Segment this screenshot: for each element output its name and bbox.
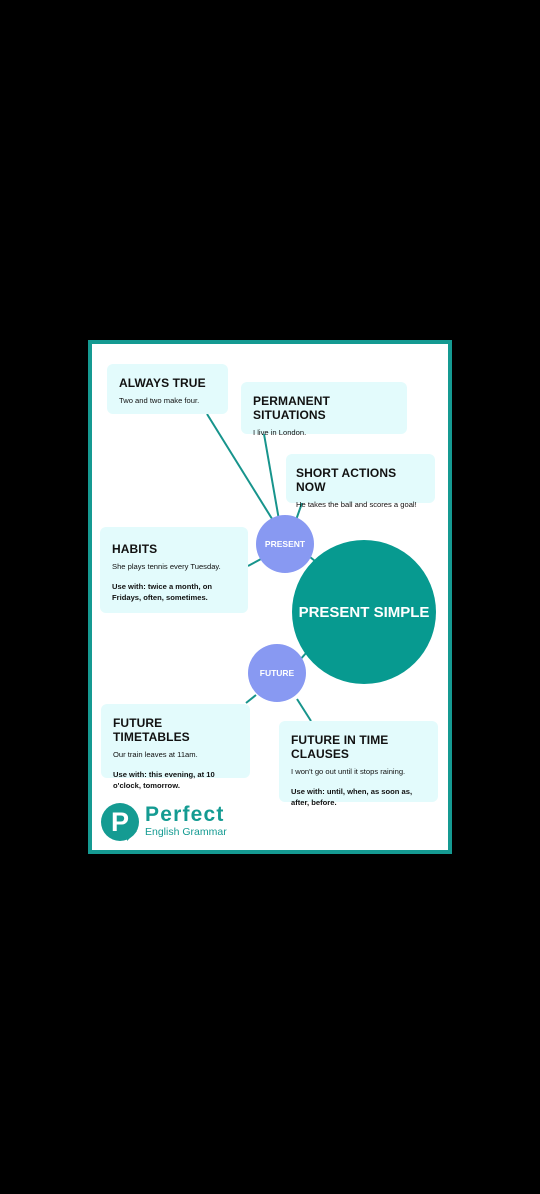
- node-present-simple: PRESENT SIMPLE: [292, 540, 436, 684]
- box-future-timetables: FUTURE TIMETABLES Our train leaves at 11…: [101, 704, 250, 790]
- box-example: Two and two make four.: [119, 396, 200, 405]
- box-short-actions-now: SHORT ACTIONS NOW He takes the ball and …: [286, 454, 435, 509]
- box-use-with: Use with: twice a month, on Fridays, oft…: [112, 582, 212, 602]
- box-future-in-time-clauses: FUTURE IN TIME CLAUSES I won't go out un…: [279, 721, 438, 807]
- logo-line2: English Grammar: [145, 826, 227, 838]
- box-permanent-situations: PERMANENT SITUATIONS I live in London.: [241, 382, 407, 437]
- box-title: PERMANENT SITUATIONS: [253, 394, 330, 422]
- box-habits: HABITS She plays tennis every Tuesday. U…: [100, 527, 248, 613]
- box-title: FUTURE TIMETABLES: [113, 716, 190, 744]
- box-title: HABITS: [112, 542, 158, 556]
- node-present: PRESENT: [256, 515, 314, 573]
- node-future: FUTURE: [248, 644, 306, 702]
- box-example: I live in London.: [253, 428, 307, 437]
- box-use-with: Use with: this evening, at 10 o'clock, t…: [113, 770, 215, 790]
- perfect-english-grammar-logo: P Perfect English Grammar: [101, 803, 251, 843]
- box-use-with: Use with: until, when, as soon as, after…: [291, 787, 413, 807]
- box-always-true: ALWAYS TRUE Two and two make four.: [107, 364, 228, 414]
- logo-line1: Perfect: [145, 803, 225, 826]
- box-title: FUTURE IN TIME CLAUSES: [291, 733, 389, 761]
- box-example: I won't go out until it stops raining.: [291, 767, 406, 776]
- box-title: ALWAYS TRUE: [119, 376, 206, 390]
- box-example: She plays tennis every Tuesday.: [112, 562, 221, 571]
- box-title: SHORT ACTIONS NOW: [296, 466, 397, 494]
- box-example: He takes the ball and scores a goal!: [296, 500, 417, 509]
- logo-p-icon: P: [101, 803, 139, 841]
- box-example: Our train leaves at 11am.: [113, 750, 198, 759]
